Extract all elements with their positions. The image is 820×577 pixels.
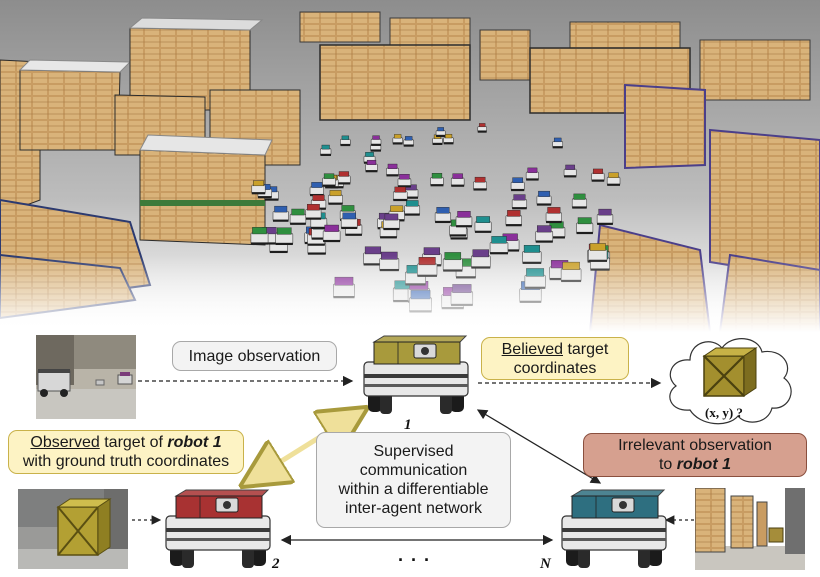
swarm-robot [340, 212, 358, 230]
observed-target-photo [18, 489, 128, 569]
swarm-robot [403, 136, 414, 147]
irrelevant-line-2: to robot 1 [659, 455, 731, 474]
arrow-robot1-robotN [476, 409, 602, 484]
swarm-robot [392, 186, 408, 202]
swarm-robot [455, 211, 473, 228]
crate-icon [702, 347, 758, 397]
believed-rest: target [567, 340, 609, 358]
robot-2-number: 2 [272, 556, 280, 572]
coords-label: (x, y) ? [705, 405, 743, 420]
swarm-robot [536, 190, 552, 206]
swarm-robot [365, 159, 378, 173]
swarm-robot [275, 227, 294, 246]
swarm-robot [450, 173, 465, 187]
swarm-robot [510, 177, 525, 192]
swarm-robot [320, 144, 332, 156]
observed-line-2: with ground truth coordinates [22, 453, 230, 470]
swarm-robot [571, 193, 588, 209]
swarm-robot [322, 173, 336, 187]
observed-word: Observed [30, 434, 100, 451]
swarm-robot [251, 180, 266, 195]
swarm-robot [328, 190, 343, 205]
observed-robot: robot 1 [167, 434, 222, 451]
swarm-robot [606, 172, 621, 186]
observed-line-1: Observed target of robot 1 [30, 433, 221, 452]
irrelevant-line-1: Irrelevant observation [618, 437, 772, 454]
swarm-robot [535, 225, 554, 243]
image-observation-label: Image observation [172, 341, 337, 371]
supervised-communication-label: Supervised communication within a differ… [316, 432, 511, 528]
swarm-robot [477, 123, 487, 133]
supervised-line-3: within a differentiable [338, 481, 489, 498]
swarm-robot [383, 213, 400, 231]
irrelevant-observation-label: Irrelevant observation to robot 1 [583, 433, 807, 477]
warehouse-scene [0, 0, 820, 332]
supervised-line-1: Supervised [373, 443, 454, 460]
swarm-robot [322, 224, 341, 243]
swarm-robot [545, 207, 562, 224]
believed-target-label: Believed target coordinates [481, 337, 629, 380]
robot-n-number: N [540, 556, 551, 572]
swarm-robot [473, 176, 487, 191]
swarm-robot [443, 134, 454, 145]
swarm-robot [305, 204, 322, 220]
swarm-robot [596, 208, 614, 225]
believed-target-cloud [669, 338, 792, 425]
swarm-robot [272, 205, 289, 222]
swarm-robot [511, 194, 528, 210]
robot-n [561, 489, 667, 568]
robot-1-number: 1 [404, 417, 412, 433]
swarm-robot [576, 217, 594, 235]
robot-1 [363, 335, 469, 414]
swarm-robot [340, 135, 351, 147]
swarm-robot [474, 216, 492, 233]
swarm-robot [386, 163, 399, 177]
swarm-robot [397, 174, 412, 188]
ellipsis: · · · [398, 550, 431, 570]
image-observation-photo [36, 335, 136, 419]
swarm-robot [403, 184, 419, 199]
swarm-robot [552, 137, 564, 149]
swarm-robot [505, 210, 523, 227]
swarm-robot [563, 164, 577, 178]
supervised-line-2: communication [359, 462, 468, 479]
swarm-robot [404, 200, 421, 216]
swarm-robot [337, 171, 351, 185]
swarm-robot [525, 167, 539, 181]
believed-line-2: coordinates [513, 359, 597, 377]
irrelevant-robot: robot 1 [676, 456, 731, 473]
swarm-robot [370, 135, 382, 146]
arrow-robot1-robot2 [248, 412, 360, 482]
believed-line-1: Believed target [502, 340, 609, 359]
swarm-robot [435, 127, 446, 138]
supervised-line-4: inter-agent network [345, 500, 482, 517]
image-observation-text: Image observation [188, 347, 321, 365]
irrelevant-pre: to [658, 456, 673, 473]
irrelevant-observation-photo [695, 488, 805, 570]
swarm-robot [392, 134, 403, 145]
observed-mid: target of [104, 434, 163, 451]
swarm-robot [591, 168, 605, 182]
swarm-robot [250, 227, 269, 245]
far-racks [299, 11, 811, 121]
swarm-robot [434, 207, 452, 224]
believed-word: Believed [501, 340, 563, 358]
swarm-robot [430, 173, 444, 187]
swarm-robot [489, 236, 509, 255]
robot-2 [165, 489, 271, 568]
observed-target-label: Observed target of robot 1 with ground t… [8, 430, 244, 474]
